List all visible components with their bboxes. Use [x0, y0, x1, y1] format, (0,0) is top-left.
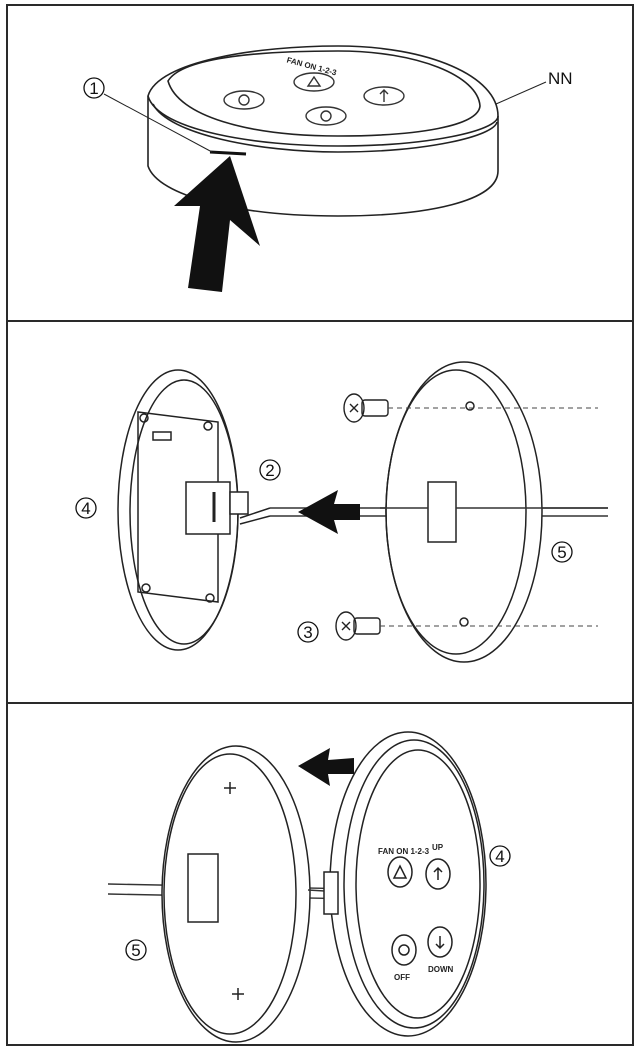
callout-5-label: 5 — [557, 543, 566, 562]
callout-4-label: 4 — [495, 847, 504, 866]
callout-4-circle — [75, 497, 97, 519]
close-arrow — [298, 748, 354, 786]
remote-face — [323, 731, 487, 1037]
step-1-illustration: FAN ON 1-2-3 1 NN — [83, 45, 573, 292]
step-3-illustration: FAN ON 1-2-3 UP OFF DOWN 4 5 — [107, 731, 511, 1043]
callout-5-label: 5 — [131, 941, 140, 960]
button-up-label: UP — [432, 843, 444, 852]
screw-bottom — [335, 611, 381, 641]
callout-5-circle — [551, 541, 573, 563]
connect-arrow — [298, 490, 360, 534]
callout-2-label: 2 — [265, 461, 274, 480]
back-plate-open — [117, 369, 271, 651]
callout-5-circle — [125, 939, 147, 961]
callout-1-label: 1 — [89, 79, 98, 98]
callout-3-circle — [297, 621, 319, 643]
callout-4-label: 4 — [81, 499, 90, 518]
step-3-panel: FAN ON 1-2-3 UP OFF DOWN 4 5 — [6, 702, 634, 1046]
step-2-illustration: 2 4 5 3 — [75, 361, 608, 663]
device-buttons — [223, 72, 405, 126]
callout-3-label: 3 — [303, 623, 312, 642]
callout-2-circle — [259, 459, 281, 481]
button-down-label: DOWN — [428, 965, 454, 974]
screw-top — [343, 393, 389, 423]
button-fan-label: FAN ON 1-2-3 — [378, 847, 430, 856]
callout-1-leader — [103, 93, 213, 153]
step-2-panel: 2 4 5 3 — [6, 320, 634, 704]
button-off-label: OFF — [394, 973, 410, 982]
callout-4-circle — [489, 845, 511, 867]
cover-left — [161, 745, 311, 1043]
step-1-panel: FAN ON 1-2-3 1 NN — [6, 4, 634, 322]
callout-1-circle — [83, 77, 105, 99]
front-cover — [385, 361, 543, 663]
release-slot — [209, 150, 247, 156]
nn-label: NN — [548, 69, 573, 88]
nn-leader — [495, 81, 547, 105]
push-arrow — [174, 156, 260, 292]
